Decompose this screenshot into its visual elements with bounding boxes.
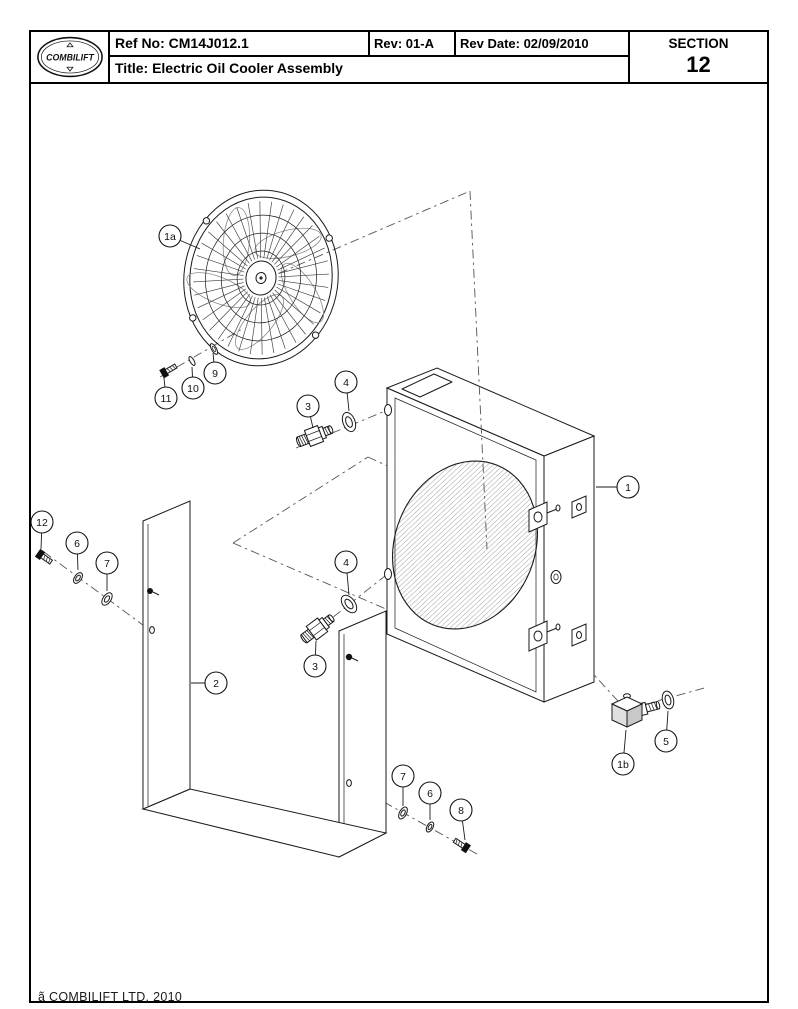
svg-text:4: 4 [343, 557, 349, 569]
cooler-side-boss [550, 570, 562, 584]
svg-text:3: 3 [312, 661, 318, 673]
callout-9: 9 [203, 361, 227, 385]
rev: Rev: 01-A [368, 32, 454, 57]
cooler-core-hatch [391, 460, 539, 630]
callout-3-mid: 3 [303, 654, 327, 678]
callout-6-left: 6 [65, 531, 89, 555]
logo-top-mark [65, 42, 74, 48]
fan-tab [311, 331, 320, 339]
svg-text:12: 12 [36, 517, 48, 529]
cooler-side-lug-lower [528, 620, 561, 652]
svg-text:7: 7 [400, 771, 406, 783]
washer-7-left [101, 592, 113, 606]
washer-9 [209, 343, 219, 355]
bracket-hole-bottom [346, 779, 352, 787]
solenoid-valve [610, 693, 661, 728]
washer-7-bottom [398, 806, 408, 820]
rev-date: Rev Date: 02/09/2010 [454, 32, 628, 57]
section-label: SECTION [668, 36, 729, 51]
washer-10 [188, 356, 196, 366]
svg-text:8: 8 [458, 805, 464, 817]
washer-5 [661, 690, 675, 710]
combilift-logo: COMBILIFT [36, 36, 103, 78]
svg-text:1: 1 [625, 482, 631, 494]
svg-text:5: 5 [663, 736, 669, 748]
svg-text:11: 11 [161, 393, 172, 405]
callout-4-upper: 4 [334, 370, 358, 394]
bracket-stud-right [345, 653, 359, 662]
bracket-hole-left [149, 626, 155, 634]
callout-10: 10 [181, 376, 205, 400]
drawing-title: Title: Electric Oil Cooler Assembly [108, 57, 628, 82]
svg-text:6: 6 [427, 788, 433, 800]
callout-11: 11 [154, 386, 178, 410]
callout-5: 5 [654, 729, 678, 753]
fan-grill [193, 201, 329, 355]
callout-7-left: 7 [95, 551, 119, 575]
callout-12: 12 [30, 510, 54, 534]
svg-text:9: 9 [212, 368, 218, 380]
cooler-mount-tab-upper [571, 495, 587, 519]
fan-assembly [183, 189, 339, 367]
callout-2: 2 [204, 671, 228, 695]
logo-text: COMBILIFT [46, 52, 94, 62]
section-number: 12 [686, 52, 711, 77]
bracket-stud-left [147, 588, 160, 596]
callout-1: 1 [616, 475, 640, 499]
washer-6-left [73, 572, 83, 584]
svg-text:4: 4 [343, 377, 349, 389]
o-ring-lower [340, 594, 358, 614]
fan-tab [325, 234, 333, 242]
fan-tab [189, 314, 197, 322]
oil-cooler [384, 367, 596, 703]
cooler-port-lower [384, 568, 392, 580]
svg-text:2: 2 [213, 678, 219, 690]
fan-axis-line [260, 190, 488, 550]
logo-cell: COMBILIFT [31, 32, 108, 82]
logo-bottom-mark [65, 66, 74, 72]
callout-1a: 1a [158, 224, 182, 248]
cooler-mount-tab-lower [571, 623, 587, 647]
mounting-bracket [141, 500, 388, 858]
callout-6-bottom: 6 [418, 781, 442, 805]
svg-text:3: 3 [305, 401, 311, 413]
copyright: ã COMBILIFT LTD. 2010 [38, 990, 183, 1004]
callout-1b: 1b [611, 752, 635, 776]
svg-text:6: 6 [74, 538, 80, 550]
callout-7-bottom: 7 [391, 764, 415, 788]
cooler-top-tank [401, 373, 453, 398]
svg-text:7: 7 [104, 558, 110, 570]
svg-text:10: 10 [187, 383, 199, 395]
callout-3-upper: 3 [296, 394, 320, 418]
fan-shroud-outer [183, 189, 339, 367]
cooler-port-upper [384, 404, 392, 416]
svg-text:1a: 1a [164, 231, 176, 243]
o-ring-upper [341, 411, 357, 433]
sheet-border: COMBILIFT Ref No: CM14J012.1 Rev: 01-A R… [29, 30, 769, 1004]
fan-tab [202, 217, 211, 225]
svg-text:1b: 1b [617, 759, 629, 771]
callout-4-mid: 4 [334, 550, 358, 574]
title-block: COMBILIFT Ref No: CM14J012.1 Rev: 01-A R… [31, 32, 767, 84]
cooler-side-lug-upper [528, 501, 561, 533]
callout-8: 8 [449, 798, 473, 822]
ref-no: Ref No: CM14J012.1 [108, 32, 368, 57]
washer-6-bottom [425, 821, 435, 833]
section-cell: SECTION 12 [628, 32, 767, 82]
